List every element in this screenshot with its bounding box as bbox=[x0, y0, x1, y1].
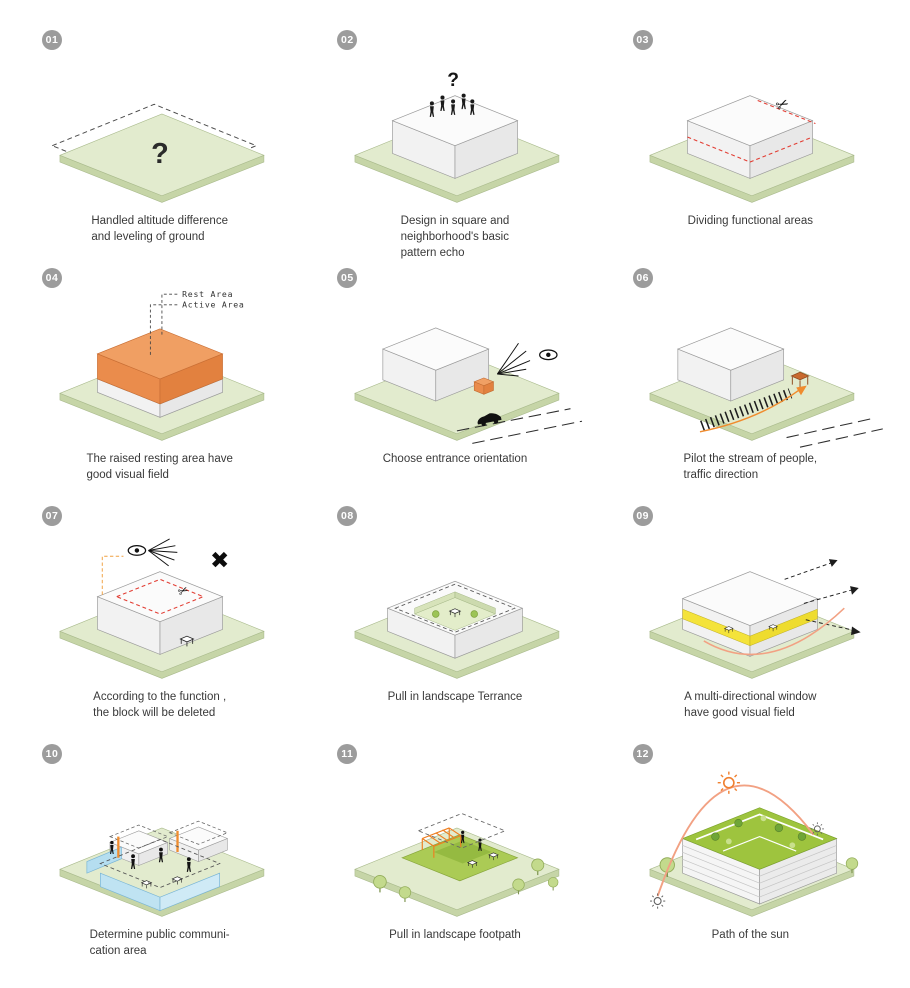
step-number-badge: 10 bbox=[42, 744, 62, 764]
step-caption: A multi-directional window have good vis… bbox=[684, 691, 817, 719]
eye-icon bbox=[539, 349, 558, 361]
shrub bbox=[470, 610, 478, 618]
sight-rays bbox=[147, 538, 178, 567]
active-area-label: Active Area bbox=[182, 300, 244, 310]
step-05-cell: 05 bbox=[307, 264, 602, 502]
step-06-cell: 06 Pilot the stream of people, traffic d… bbox=[603, 264, 898, 502]
step-caption: Handled altitude difference and leveling… bbox=[91, 215, 228, 243]
cut-line-dashed bbox=[687, 136, 814, 163]
roof-paths bbox=[696, 813, 824, 852]
view-arrows-dashed bbox=[784, 562, 855, 631]
illustration-multidirectional-window bbox=[649, 559, 861, 679]
illustration-ground-leveling: ? bbox=[50, 103, 264, 203]
road bbox=[786, 417, 884, 448]
step-caption: Design in square and neighborhood's basi… bbox=[400, 215, 510, 259]
shrub bbox=[432, 610, 440, 618]
roof-trees bbox=[711, 815, 807, 849]
step-08-cell: 08 Pull in landscape Terrance bbox=[307, 502, 602, 740]
step-number-badge: 06 bbox=[632, 268, 653, 288]
illustration-landscape-terrace bbox=[354, 580, 560, 679]
step-caption: The raised resting area have good visual… bbox=[86, 453, 233, 481]
step-04-cell: 04 Rest Area Active Area The raised rest… bbox=[12, 264, 307, 502]
step-caption: Dividing functional areas bbox=[687, 215, 813, 227]
step-number-badge: 12 bbox=[632, 744, 653, 764]
sun-icon bbox=[717, 770, 742, 795]
step-number-badge: 01 bbox=[42, 30, 62, 50]
rest-area-leader-dashed bbox=[161, 293, 177, 336]
step-01-cell: 01 ? Handled altitude difference and lev… bbox=[12, 26, 307, 264]
illustration-square-block: ? bbox=[354, 70, 560, 203]
step-12-cell: 12 bbox=[603, 740, 898, 978]
sight-rays bbox=[496, 343, 531, 377]
step-number-badge: 07 bbox=[42, 506, 62, 526]
step-09-cell: 09 bbox=[603, 502, 898, 740]
view-arc-orange bbox=[703, 607, 846, 656]
rest-area-label: Rest Area bbox=[182, 289, 233, 299]
car-icon bbox=[477, 413, 502, 427]
step-caption: Path of the sun bbox=[711, 929, 790, 941]
table-icon bbox=[790, 371, 810, 388]
people-stream-hatch bbox=[700, 388, 793, 431]
direction-arrowhead bbox=[796, 385, 808, 396]
step-caption: Choose entrance orientation bbox=[382, 453, 528, 465]
illustration-block-deletion: ✂ ✖ bbox=[59, 538, 264, 679]
pergola-orange bbox=[421, 827, 462, 858]
green-roof bbox=[682, 807, 838, 870]
step-number-badge: 04 bbox=[42, 268, 62, 288]
step-number-badge: 05 bbox=[337, 268, 358, 288]
question-mark: ? bbox=[151, 138, 169, 170]
rest-area-orange-volume bbox=[96, 328, 224, 405]
ladder-orange bbox=[116, 836, 120, 858]
road bbox=[456, 408, 583, 444]
step-11-cell: 11 bbox=[307, 740, 602, 978]
question-mark: ? bbox=[447, 70, 459, 91]
step-number-badge: 09 bbox=[632, 506, 653, 526]
cut-line-top-dashed bbox=[757, 99, 816, 125]
ghost-block-b bbox=[168, 820, 229, 863]
step-number-badge: 02 bbox=[337, 30, 358, 50]
step-number-badge: 03 bbox=[632, 30, 653, 50]
building-block bbox=[682, 571, 819, 657]
entrance-cube bbox=[473, 377, 495, 395]
step-caption: Determine public communi- cation area bbox=[89, 929, 230, 957]
step-caption: Pilot the stream of people, traffic dire… bbox=[683, 453, 818, 481]
sun-path-arc bbox=[657, 784, 815, 897]
illustration-landscape-footpath bbox=[354, 813, 560, 917]
step-02-cell: 02 ? Design in square and neighborhood's… bbox=[307, 26, 602, 264]
illustration-entrance-orientation bbox=[354, 327, 583, 444]
step-07-cell: 07 ✂ ✖ According to the function , the b… bbox=[12, 502, 307, 740]
active-area-leader-dashed bbox=[149, 304, 177, 355]
step-number-badge: 11 bbox=[337, 744, 358, 764]
delete-x-icon: ✖ bbox=[210, 548, 229, 574]
view-arrowheads bbox=[829, 559, 861, 636]
illustration-sun-path bbox=[649, 770, 859, 917]
ghost-outline-dashed bbox=[417, 813, 507, 849]
illustration-dividing-areas: ✂ bbox=[649, 94, 855, 203]
step-caption: Pull in landscape footpath bbox=[389, 929, 521, 941]
step-number-badge: 08 bbox=[337, 506, 358, 526]
step-03-cell: 03 ✂ Dividing functional areas bbox=[603, 26, 898, 264]
view-leader-dashed-orange bbox=[101, 555, 124, 595]
eye-icon bbox=[127, 545, 146, 556]
step-caption: Pull in landscape Terrance bbox=[387, 691, 523, 703]
step-caption: According to the function , the block wi… bbox=[93, 691, 227, 719]
building-striped-facade bbox=[682, 807, 838, 905]
illustration-raised-rest-area: Rest Area Active Area bbox=[59, 289, 264, 441]
ladder-orange bbox=[176, 830, 179, 852]
direction-arrow-orange bbox=[700, 388, 801, 433]
delete-zone-dashed bbox=[114, 578, 205, 615]
illustration-public-communication-area bbox=[59, 820, 264, 917]
roof-outline-dashed bbox=[394, 583, 516, 633]
facade-stripes bbox=[682, 845, 838, 898]
ghost-outline-dashed bbox=[98, 839, 221, 889]
step-10-cell: 10 bbox=[12, 740, 307, 978]
illustration-people-stream bbox=[649, 327, 884, 448]
